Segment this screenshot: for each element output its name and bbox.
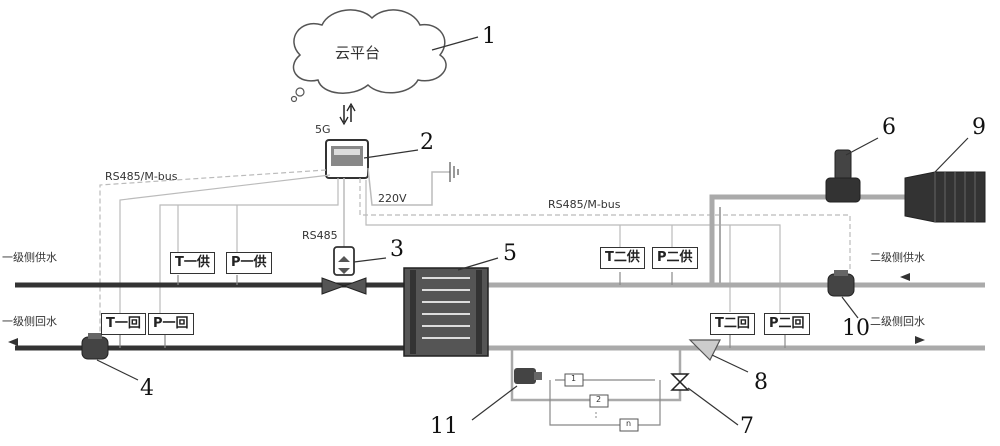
label-bus-right: RS485/M-bus bbox=[548, 198, 621, 211]
control-valve-body bbox=[321, 277, 367, 295]
bypass-label-n: n bbox=[626, 419, 632, 428]
uplink-arrow-head bbox=[339, 116, 349, 126]
label-secondary-supply: 二级侧供水 bbox=[870, 251, 925, 264]
bypass-box-n bbox=[619, 418, 639, 432]
heat-meter-primary bbox=[81, 336, 109, 360]
pump-motor bbox=[834, 149, 852, 181]
sensor-p-secondary-return: P二回 bbox=[764, 313, 810, 335]
cloud-shape bbox=[292, 9, 447, 94]
bypass-label-1: 1 bbox=[571, 374, 577, 383]
sensor-t-primary-supply: T一供 bbox=[170, 252, 215, 274]
leader-4 bbox=[96, 359, 139, 381]
makeup-pump-end bbox=[534, 372, 542, 380]
sensor-p-primary-return: P一回 bbox=[148, 313, 194, 335]
riser-pipe bbox=[709, 194, 905, 285]
power-line bbox=[367, 167, 450, 206]
heat-load-fins bbox=[934, 172, 976, 222]
leader-2 bbox=[363, 149, 419, 159]
heat-meter-secondary-top bbox=[834, 270, 848, 276]
right-bus-inner bbox=[365, 180, 781, 320]
primary-return-arrow bbox=[8, 338, 18, 346]
bypass-box-1 bbox=[564, 373, 584, 387]
leader-11 bbox=[471, 385, 518, 421]
left-bus-outer bbox=[99, 169, 327, 333]
label-secondary-return: 二级侧回水 bbox=[870, 315, 925, 328]
callout-4: 4 bbox=[140, 376, 154, 401]
makeup-valve bbox=[670, 373, 690, 391]
makeup-pump bbox=[514, 368, 536, 384]
circulation-pump bbox=[825, 177, 861, 203]
callout-5: 5 bbox=[503, 241, 517, 266]
label-primary-return: 一级侧回水 bbox=[2, 315, 57, 328]
sensor-p-primary-supply: P一供 bbox=[226, 252, 272, 274]
label-5g: 5G bbox=[315, 123, 331, 136]
secondary-return-arrow bbox=[915, 336, 925, 344]
bypass-loop bbox=[549, 380, 661, 426]
label-rs485: RS485 bbox=[302, 229, 338, 242]
phe-frame-left bbox=[410, 270, 416, 354]
heat-meter-primary-top bbox=[88, 333, 102, 339]
label-primary-supply: 一级侧供水 bbox=[2, 251, 57, 264]
label-bus-left: RS485/M-bus bbox=[105, 170, 178, 183]
callout-8: 8 bbox=[754, 370, 768, 395]
cloud-tail-small bbox=[290, 95, 298, 103]
leader-7 bbox=[687, 387, 739, 426]
sensor-t-secondary-supply: T二供 bbox=[600, 247, 645, 269]
label-220v: 220V bbox=[378, 192, 407, 205]
leader-9 bbox=[934, 137, 969, 173]
right-bus-outer bbox=[359, 178, 851, 270]
plate-heat-exchanger bbox=[403, 267, 489, 357]
leader-10 bbox=[841, 296, 859, 319]
cloud-tail bbox=[295, 87, 305, 97]
secondary-supply-arrow bbox=[900, 273, 910, 281]
phe-frame-right bbox=[476, 270, 482, 354]
callout-11: 11 bbox=[430, 414, 458, 439]
callout-10: 10 bbox=[842, 316, 870, 341]
callout-6: 6 bbox=[882, 115, 896, 140]
cloud-label: 云平台 bbox=[335, 44, 381, 62]
sensor-p-secondary-supply: P二供 bbox=[652, 247, 698, 269]
sensor-t-primary-return: T一回 bbox=[101, 313, 146, 335]
leader-1 bbox=[431, 36, 479, 51]
callout-3: 3 bbox=[390, 237, 404, 262]
phe-plates bbox=[422, 277, 470, 339]
leader-8 bbox=[711, 354, 749, 373]
leader-3 bbox=[353, 257, 387, 263]
callout-9: 9 bbox=[972, 115, 986, 140]
valve-actuator-mark bbox=[338, 256, 350, 274]
downlink-arrow-head bbox=[346, 102, 356, 112]
sensor-t-secondary-return: T二回 bbox=[710, 313, 755, 335]
gateway-screen-line bbox=[334, 149, 360, 155]
callout-2: 2 bbox=[420, 130, 434, 155]
left-bus-mid bbox=[119, 174, 331, 320]
bypass-label-2: 2 bbox=[596, 395, 602, 404]
left-bus-inner bbox=[159, 178, 339, 320]
heat-meter-secondary bbox=[827, 273, 855, 297]
callout-7: 7 bbox=[740, 414, 754, 439]
bypass-box-2 bbox=[589, 394, 609, 408]
leader-6 bbox=[845, 137, 879, 156]
callout-1: 1 bbox=[482, 24, 496, 49]
leader-5 bbox=[457, 257, 499, 271]
